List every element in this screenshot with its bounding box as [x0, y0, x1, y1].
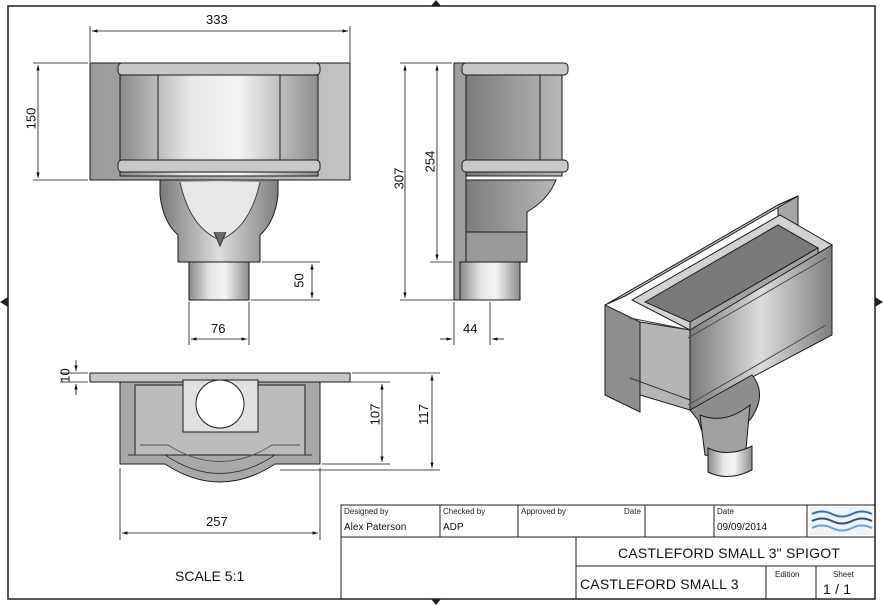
designed-by-label: Designed by: [344, 507, 389, 516]
dim-plan-total-depth: 117: [415, 404, 431, 425]
checked-by-label: Checked by: [443, 507, 486, 516]
edition-label: Edition: [775, 570, 800, 579]
approved-by-label: Approved by: [521, 507, 566, 516]
dim-side-body-height: 254: [422, 150, 438, 173]
dim-top-width: 333: [206, 12, 228, 27]
designed-by-value: Alex Paterson: [344, 522, 407, 533]
plan-view: [89, 372, 351, 483]
center-mark-top: [431, 0, 441, 6]
dim-outlet-width: 76: [211, 321, 226, 336]
sheet-label: Sheet: [833, 570, 854, 579]
dim-plan-width: 257: [206, 514, 228, 529]
dim-top-height: 150: [23, 107, 39, 130]
dim-side-outlet-width: 44: [463, 321, 478, 336]
plan-dimensions: [60, 360, 440, 540]
dim-flange-thickness: 10: [57, 368, 73, 383]
part-name: CASTLEFORD SMALL 3: [580, 576, 739, 592]
dim-plan-inner-depth: 107: [367, 403, 383, 426]
center-mark-bottom: [431, 599, 441, 605]
side-view: [453, 62, 569, 301]
checked-by-value: ADP: [443, 522, 464, 533]
center-mark-left: [0, 297, 8, 307]
dim-outlet-height: 50: [291, 273, 307, 288]
date-label-drawing: Date: [717, 507, 734, 516]
drawing-date: 09/09/2014: [717, 522, 768, 533]
scale-label: SCALE 5:1: [175, 568, 245, 584]
center-mark-right: [875, 297, 883, 307]
company-logo: [810, 507, 873, 535]
title-block-frame: [340, 504, 876, 600]
front-dimensions: [33, 26, 351, 345]
front-view: [89, 62, 351, 301]
isometric-view: [604, 195, 833, 477]
date-label-approval: Date: [624, 507, 641, 516]
drawing-title: CASTLEFORD SMALL 3" SPIGOT: [618, 545, 841, 561]
dim-side-total-height: 307: [391, 167, 407, 190]
side-dimensions: [400, 62, 504, 345]
sheet-number: 1 / 1: [823, 581, 852, 597]
